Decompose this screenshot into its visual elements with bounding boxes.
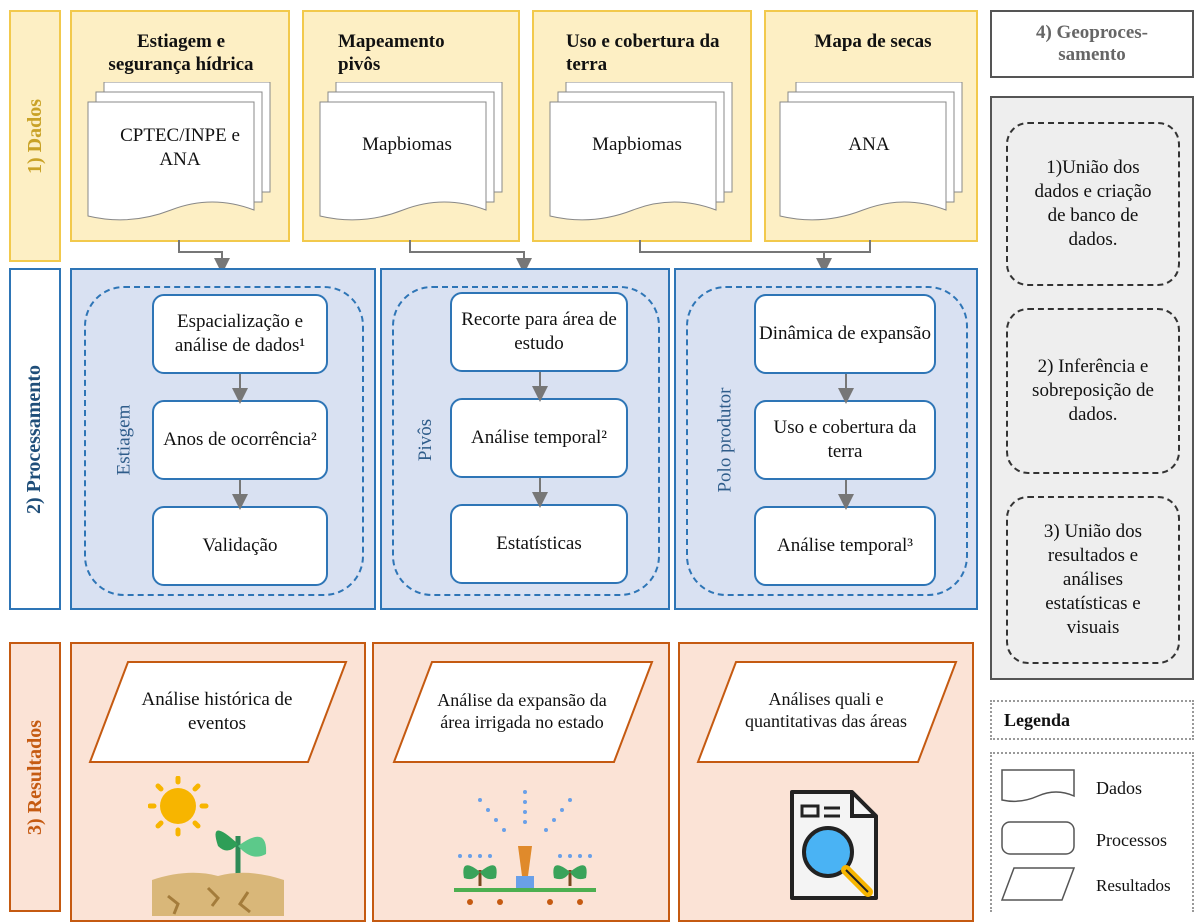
processamento-row-label-box: 2) Processamento (9, 268, 61, 610)
parallelogram-shape (696, 661, 958, 763)
data-source-card: Estiagem e segurança hídrica CPTEC/INPE … (70, 10, 290, 242)
process-step: Análise temporal³ (754, 506, 936, 586)
geoprocessing-step: 3) União dos resultados e análises estat… (1006, 496, 1180, 664)
document-stack-icon (87, 82, 271, 221)
process-step: Anos de ocorrência² (152, 400, 328, 480)
document-stack-icon (779, 82, 963, 221)
data-source-card: Mapa de secas ANA (764, 10, 978, 242)
process-step: Espacialização e análise de dados¹ (152, 294, 328, 374)
data-source-name: Mapbiomas (592, 134, 682, 155)
legend-rounded-rect-shape (1001, 821, 1075, 855)
result-panel: Análise histórica de eventos (70, 642, 366, 922)
data-source-name: Mapbiomas (362, 134, 452, 155)
processing-group-outline (392, 286, 660, 596)
dados-row-label-box: 1) Dados (9, 10, 61, 262)
data-source-title: Uso e cobertura da terra (566, 31, 720, 75)
data-source-title: Mapa de secas (814, 31, 932, 52)
dados-row-label: 1) Dados (23, 98, 46, 174)
geoprocessing-panel: 1)União dos dados e criação de banco de … (990, 96, 1194, 680)
legend-label: Resultados (1096, 876, 1171, 895)
irrigation-sprinkler-icon (454, 790, 596, 905)
processing-panel: Polo produtor Dinâmica de expansão Uso e… (674, 268, 978, 610)
step-arrows (232, 374, 248, 510)
processing-group-label: Estiagem (113, 404, 135, 476)
legend-panel: Dados Processos Resultados (990, 752, 1194, 912)
geoprocessing-title-line: 4) Geoproces- (1035, 22, 1149, 43)
processamento-row-label: 2) Processamento (23, 364, 46, 514)
resultados-row-label: 3) Resultados (23, 719, 46, 835)
data-source-title: Mapeamento pivôs (338, 31, 445, 75)
legend-label: Dados (1096, 778, 1142, 798)
data-source-name: ANA (848, 134, 890, 155)
data-source-card: Mapeamento pivôs Mapbiomas (302, 10, 520, 242)
processing-group-label: Pivôs (415, 418, 436, 462)
geoprocessing-step: 1)União dos dados e criação de banco de … (1006, 122, 1180, 286)
parallelogram-shape (88, 661, 348, 763)
legend-title-box: Legenda (990, 700, 1194, 740)
process-step: Recorte para área de estudo (450, 292, 628, 372)
connector-arrows (178, 240, 871, 274)
resultados-row-label-box: 3) Resultados (9, 642, 61, 912)
processing-group-label: Polo produtor (715, 387, 736, 493)
drought-plant-icon (148, 776, 284, 916)
processing-panel: Estiagem Espacialização e análise de dad… (70, 268, 376, 610)
data-source-title: Estiagem e segurança hídrica (108, 31, 254, 75)
geoprocessing-title-line: samento (1058, 44, 1126, 65)
legend-document-shape (1001, 769, 1075, 803)
document-magnifier-icon (790, 790, 878, 900)
result-text: Análise histórica de eventos (141, 689, 293, 734)
legend-label: Processos (1096, 830, 1167, 850)
legend-parallelogram-shape (1000, 867, 1076, 901)
document-stack-icon (319, 82, 503, 221)
process-step: Análise temporal² (450, 398, 628, 478)
geoprocessing-title-box: 4) Geoproces- samento (990, 10, 1194, 78)
result-text: Análise da expansão da área irrigada no … (437, 690, 607, 732)
geoprocessing-step: 2) Inferência e sobreposição de dados. (1006, 308, 1180, 474)
legend-title: Legenda (1004, 710, 1071, 730)
data-source-card: Uso e cobertura da terra Mapbiomas (532, 10, 752, 242)
processing-panel: Pivôs Recorte para área de estudo Anális… (380, 268, 670, 610)
document-stack-icon (549, 82, 733, 221)
step-arrows (532, 372, 548, 508)
parallelogram-shape (392, 661, 654, 763)
data-source-name: CPTEC/INPE e ANA (120, 125, 240, 170)
process-step: Dinâmica de expansão (754, 294, 936, 374)
result-text: Análises quali e quantitativas das áreas (745, 689, 907, 731)
result-panel: Análise da expansão da área irrigada no … (372, 642, 670, 922)
processing-group-outline (84, 286, 364, 596)
step-arrows (838, 374, 854, 510)
processing-group-outline (686, 286, 968, 596)
result-panel: Análises quali e quantitativas das áreas (678, 642, 974, 922)
